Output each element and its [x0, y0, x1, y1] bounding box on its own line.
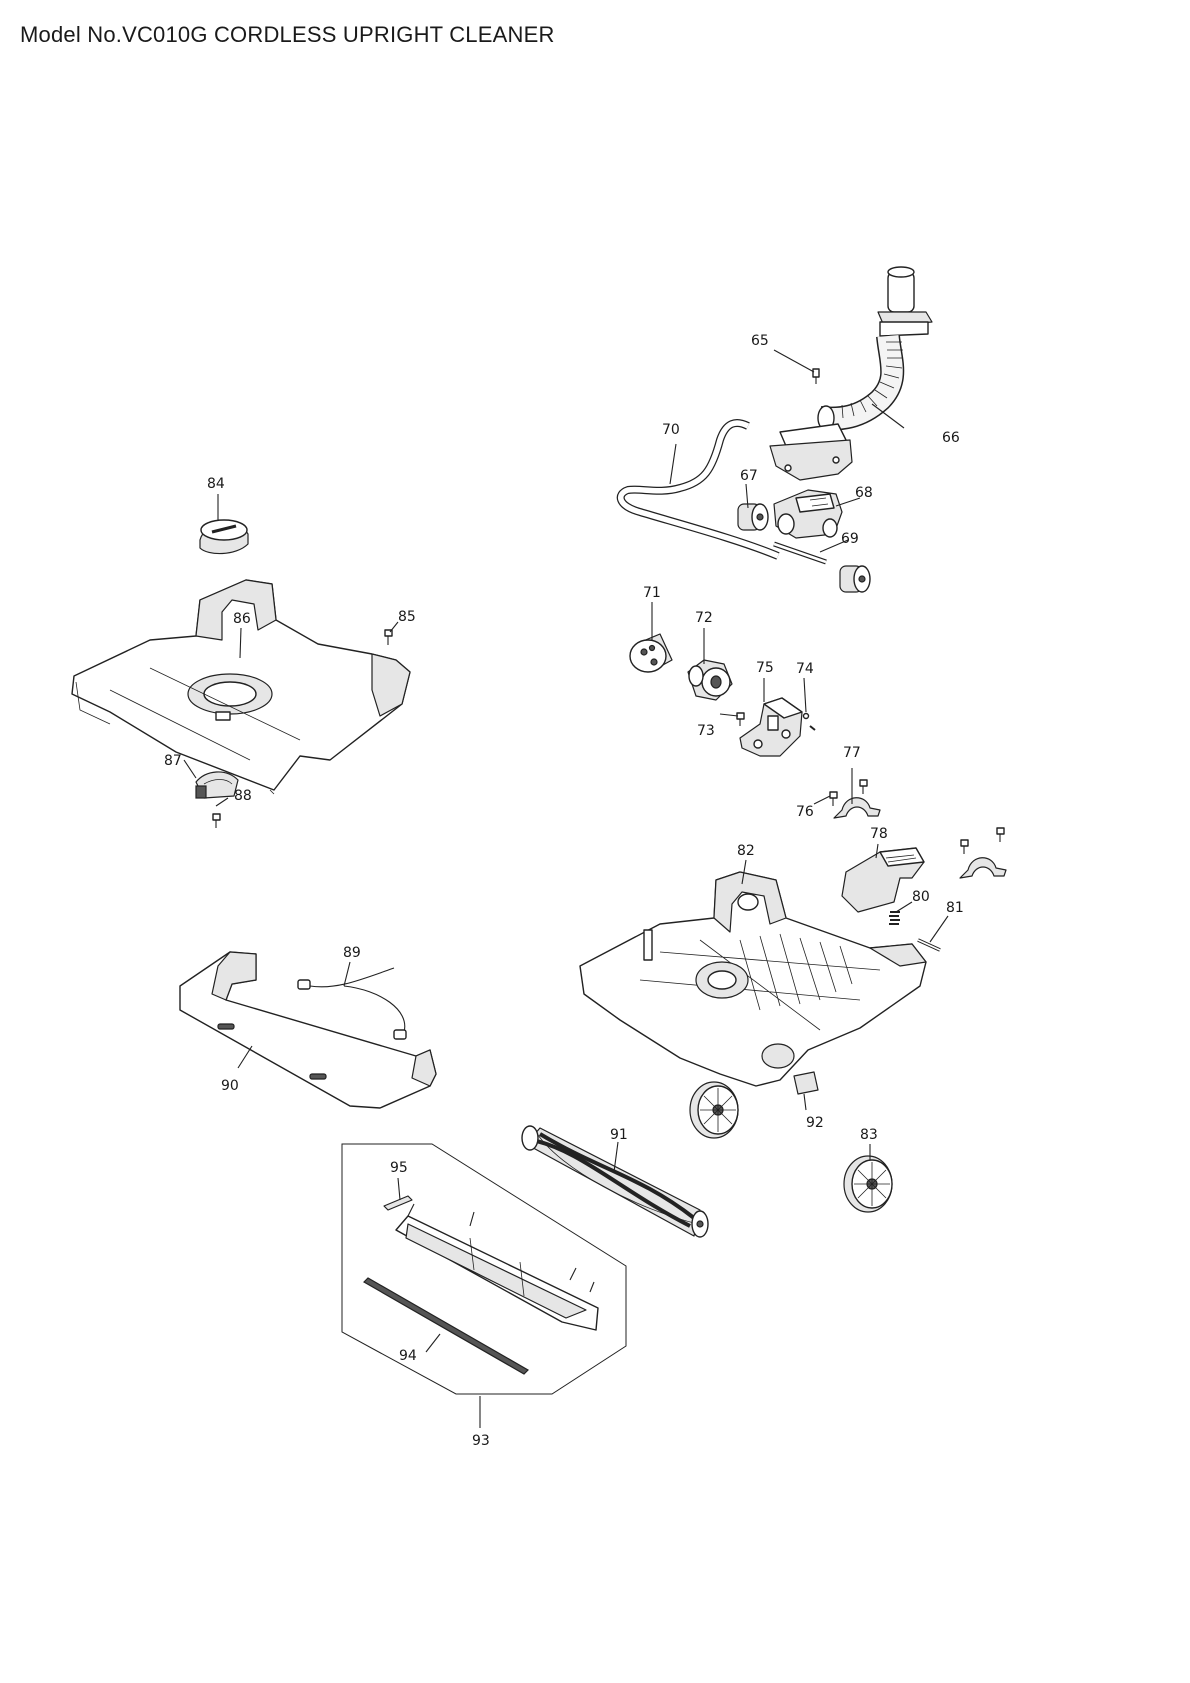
part-number-82: 82 — [737, 843, 755, 859]
part-number-90: 90 — [221, 1078, 239, 1094]
part-number-73: 73 — [697, 723, 715, 739]
part-95-label — [383, 1195, 413, 1211]
part-number-85: 85 — [398, 609, 416, 625]
part-71-gear-housing — [629, 633, 673, 673]
part-number-75: 75 — [756, 660, 774, 676]
part-72-cam — [687, 659, 733, 701]
part-number-84: 84 — [207, 476, 225, 492]
part-number-94: 94 — [399, 1348, 417, 1364]
part-87-lever — [195, 771, 239, 799]
part-number-72: 72 — [695, 610, 713, 626]
part-74-pin — [802, 712, 816, 731]
part-85-screw — [384, 629, 393, 645]
part-number-65: 65 — [751, 333, 769, 349]
part-number-80: 80 — [912, 889, 930, 905]
part-number-69: 69 — [841, 531, 859, 547]
part-83-wheel-right — [843, 1155, 893, 1213]
part-number-95: 95 — [390, 1160, 408, 1176]
leader-lines — [183, 349, 949, 1428]
part-number-68: 68 — [855, 485, 873, 501]
part-92-sheet — [793, 1071, 819, 1095]
part-number-67: 67 — [740, 468, 758, 484]
part-77-clamp — [833, 797, 881, 819]
part-94-strip — [363, 1277, 529, 1375]
part-82-base-housing — [579, 871, 927, 1087]
part-number-74: 74 — [796, 661, 814, 677]
part-90-bumper — [179, 951, 437, 1109]
part-66-hose-assembly — [769, 266, 933, 481]
part-93-bottom-plate-set — [341, 1143, 627, 1395]
part-73-screw — [736, 712, 745, 726]
part-88-screw — [212, 813, 221, 828]
part-83-wheel — [689, 1081, 739, 1139]
part-69-shaft — [773, 541, 827, 565]
part-number-71: 71 — [643, 585, 661, 601]
part-86-cover — [71, 579, 411, 795]
part-number-86: 86 — [233, 611, 251, 627]
part-76-screw — [829, 779, 868, 806]
part-75-bracket — [739, 697, 803, 757]
part-number-89: 89 — [343, 945, 361, 961]
part-67-roller-lower — [839, 565, 871, 593]
part-number-92: 92 — [806, 1115, 824, 1131]
part-number-88: 88 — [234, 788, 252, 804]
part-80-spring — [889, 911, 900, 925]
part-number-81: 81 — [946, 900, 964, 916]
part-number-labels: 65 66 67 68 69 70 71 72 73 74 75 76 77 7… — [164, 333, 964, 1449]
part-number-93: 93 — [472, 1433, 490, 1449]
part-91-brush-roll — [521, 1125, 709, 1238]
part-number-91: 91 — [610, 1127, 628, 1143]
part-68-hose-joint — [773, 489, 843, 539]
part-number-66: 66 — [942, 430, 960, 446]
part-84-knob — [199, 519, 249, 555]
part-70-tube — [616, 419, 780, 560]
part-number-83: 83 — [860, 1127, 878, 1143]
part-65-screw — [812, 368, 820, 384]
part-67-roller — [737, 503, 769, 531]
part-number-77: 77 — [843, 745, 861, 761]
page-title: Model No.VC010G CORDLESS UPRIGHT CLEANER — [20, 22, 555, 47]
part-number-87: 87 — [164, 753, 182, 769]
part-number-70: 70 — [662, 422, 680, 438]
part-77-clamp-right — [959, 827, 1007, 879]
part-81-pin — [917, 938, 941, 952]
part-number-78: 78 — [870, 826, 888, 842]
part-78-pedal — [841, 847, 925, 913]
part-89-lead-wire — [297, 967, 407, 1040]
part-number-76: 76 — [796, 804, 814, 820]
